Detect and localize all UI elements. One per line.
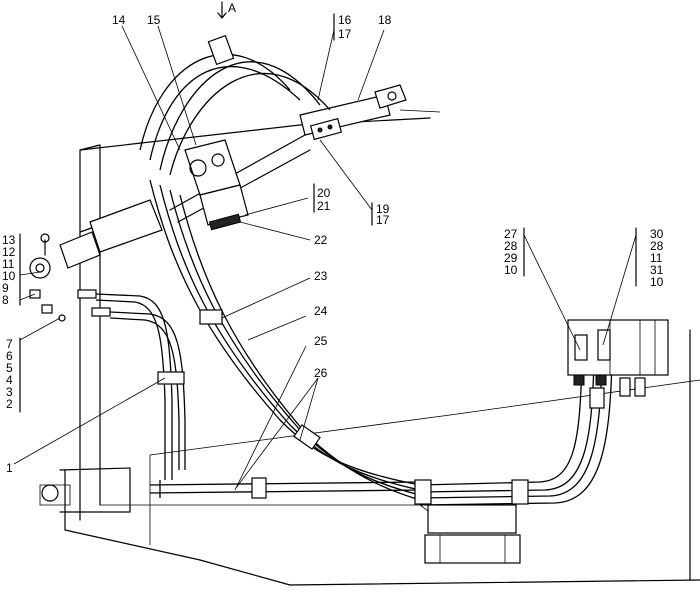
callout-g27-3: 29 [504,251,518,265]
callout-21: 21 [317,199,331,213]
right-valve-block [567,319,669,409]
callout-12: 12 [2,245,16,259]
callout-25: 25 [314,334,328,348]
callout-16: 16 [338,13,352,27]
callout-10: 10 [2,269,16,283]
callout-8: 8 [2,293,9,307]
callout-23: 23 [314,269,328,283]
callout-11: 11 [2,257,15,271]
bottom-bracket [424,504,521,564]
callout-3: 3 [6,385,13,399]
lift-cylinder [169,84,441,223]
view-arrow: A [217,1,236,19]
callout-20: 20 [317,186,331,200]
callout-4: 4 [6,373,13,387]
view-label: A [228,1,236,15]
control-valve [184,139,249,231]
callout-9: 9 [2,281,9,295]
callout-13: 13 [2,233,16,247]
callout-24: 24 [314,304,328,318]
left-cylinder [29,199,163,279]
callout-5: 5 [6,361,13,375]
callouts: 14 15 16 17 18 20 21 19 17 22 23 24 25 2… [2,13,664,475]
callout-g27-2: 28 [504,239,518,253]
callout-22: 22 [314,233,328,247]
callout-18: 18 [378,13,392,27]
hose-clamps [157,34,529,505]
leader-lines [13,25,637,491]
callout-17a: 17 [338,27,352,41]
callout-g27-1: 27 [504,227,518,241]
callout-26: 26 [314,366,328,380]
callout-g30-3: 11 [650,251,663,265]
tractor-frame [39,117,700,586]
callout-1: 1 [6,461,13,475]
callout-7: 7 [6,337,13,351]
callout-19: 19 [376,202,390,216]
callout-17b: 17 [376,213,390,227]
callout-g27-4: 10 [504,263,518,277]
callout-15: 15 [147,13,161,27]
callout-g30-2: 28 [650,239,664,253]
callout-2: 2 [6,397,13,411]
callout-g30-5: 10 [650,275,664,289]
group-brackets [19,13,637,413]
callout-14: 14 [112,13,126,27]
callout-g30-1: 30 [650,227,664,241]
callout-g30-4: 31 [650,263,664,277]
callout-6: 6 [6,349,13,363]
